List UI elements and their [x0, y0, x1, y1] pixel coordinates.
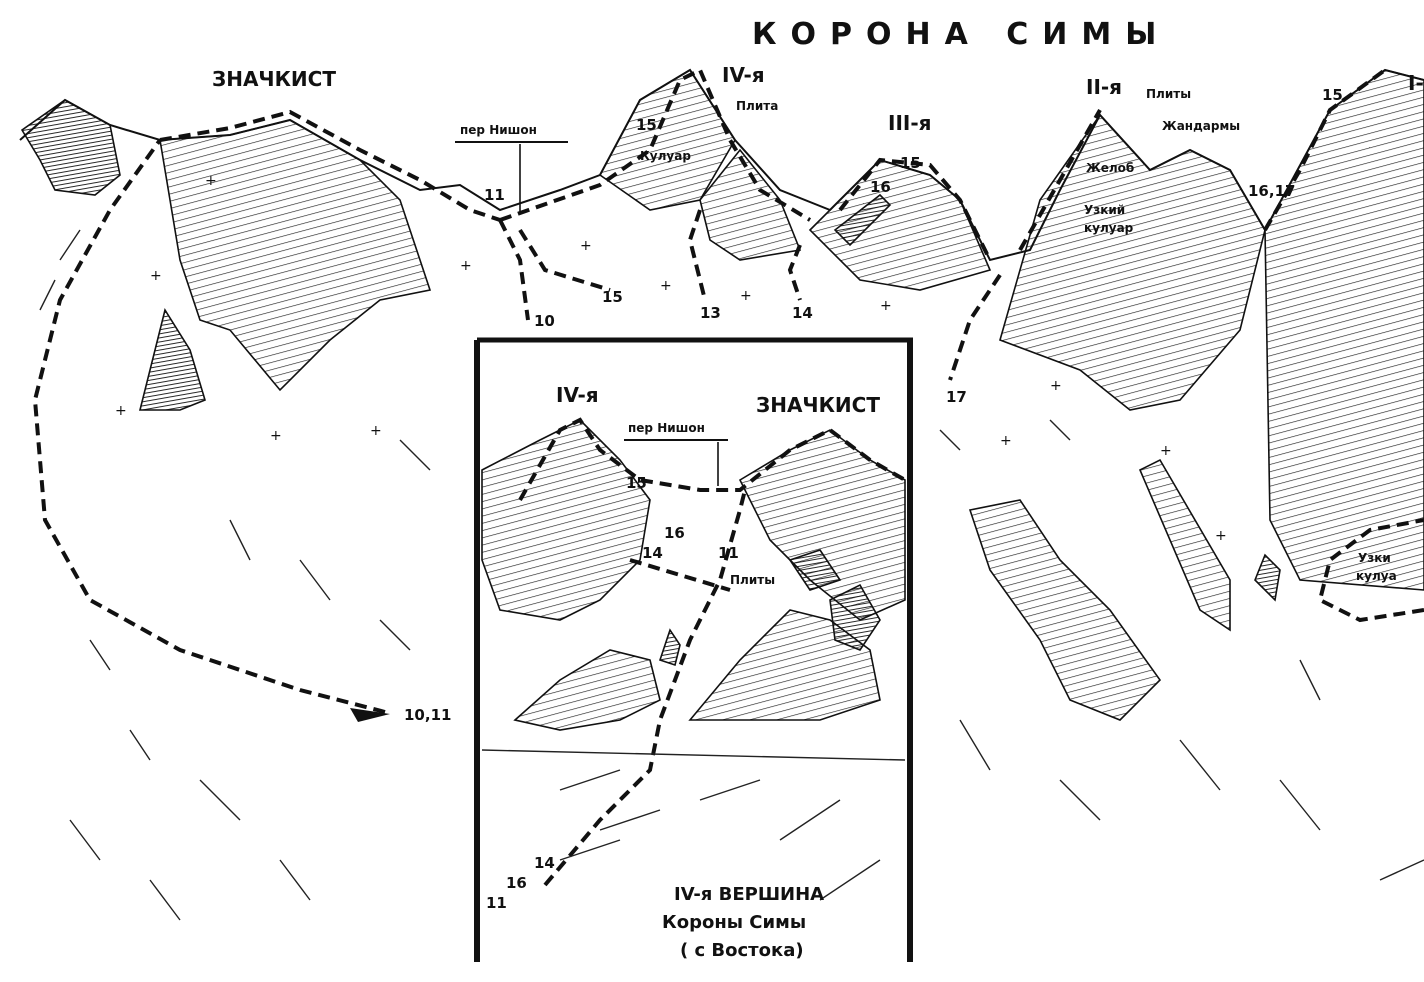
pass-nishon-label: пер Нишон [460, 123, 537, 137]
inset-route-number-14: 14 [642, 544, 663, 562]
inset-iv-peak [481, 419, 651, 621]
route-number-17: 17 [946, 388, 967, 406]
route-17 [948, 273, 1002, 381]
inset-route-14 [543, 489, 747, 887]
main-ridge-crest [19, 68, 1424, 262]
svg-text:+: + [1050, 378, 1062, 394]
map-title: КОРОНА СИМЫ [752, 17, 1170, 52]
svg-text:+: + [1215, 528, 1227, 544]
route-number-10: 10 [534, 312, 555, 330]
inset-route-number-16: 16 [664, 524, 685, 542]
inset-bottom-14: 14 [534, 854, 555, 872]
route-arrow [350, 708, 390, 722]
ii-peak-face [999, 113, 1266, 411]
route-iii-ascent [838, 157, 992, 261]
kuluar-label-iv: Кулуар [640, 149, 691, 163]
svg-text:+: + [880, 298, 892, 314]
glacier-rock-island [968, 499, 1162, 721]
kuluar-label-ii: кулуар [1084, 221, 1134, 235]
inset-dark-slab-right [788, 549, 842, 591]
plity-label: Плиты [1146, 87, 1191, 101]
peak-iv-label: IV-я [722, 63, 765, 87]
svg-text:+: + [270, 428, 282, 444]
inset-peak-znachkist-label: ЗНАЧКИСТ [756, 393, 880, 417]
rock-outcrop-left [20, 99, 121, 196]
inset-route-plity [629, 558, 731, 592]
inset-peak-iv-label: IV-я [556, 383, 599, 407]
route-number-16-17: 16,17 [1248, 182, 1295, 200]
inset-pass-label: пер Нишон [628, 421, 705, 435]
route-number-15-iii: 15 [900, 154, 921, 172]
svg-text:+: + [1000, 433, 1012, 449]
svg-text:+: + [580, 238, 592, 254]
kuluar-label-partial: кулуа [1356, 569, 1397, 583]
inset-route-ridge [518, 417, 906, 501]
route-i-right [1317, 518, 1424, 623]
route-10 [498, 219, 530, 321]
route-ii-ascent [1018, 109, 1102, 251]
inset-dark-buttress [829, 583, 881, 651]
inset-caption-line1: IV-я ВЕРШИНА [674, 884, 824, 905]
rock-outcrop-lower [138, 307, 206, 411]
inset-lower-left-rock [513, 649, 661, 731]
route-number-15-iv: 15 [636, 116, 657, 134]
route-number-16: 16 [870, 178, 891, 196]
peak-znachkist-label: ЗНАЧКИСТ [212, 67, 336, 91]
svg-text:+: + [660, 278, 672, 294]
inset-bottom-16: 16 [506, 874, 527, 892]
inset-plity-label: Плиты [730, 573, 775, 587]
znachkist-face [159, 119, 432, 392]
inset-glacier-lines [559, 769, 881, 901]
peak-i-label: I- [1408, 71, 1424, 95]
zhandarmy-label: Жандармы [1162, 119, 1240, 133]
route-14 [787, 244, 802, 301]
route-number-11: 11 [484, 186, 505, 204]
firn-marks: + + + + + + + + + + + + + + [115, 173, 1227, 544]
inset-caption-line3: ( с Востока) [680, 940, 804, 961]
svg-text:+: + [1160, 443, 1172, 459]
route-number-14: 14 [792, 304, 813, 322]
route-16-17 [1263, 68, 1387, 232]
iii-peak-face [808, 159, 992, 291]
route-15-lower [518, 228, 611, 292]
route-znachkist-ridge [159, 109, 501, 222]
rock-rib [1138, 458, 1231, 632]
inset-panel: IV-я ЗНАЧКИСТ пер Нишон 15 16 14 11 Плит… [474, 337, 913, 962]
inset-caption-line2: Короны Симы [662, 912, 806, 933]
svg-text:+: + [460, 258, 472, 274]
route-number-15-lower: 15 [602, 288, 623, 306]
svg-text:+: + [370, 423, 382, 439]
plita-label: Плита [736, 99, 778, 113]
svg-text:+: + [205, 173, 217, 189]
inset-dark-slab [658, 628, 681, 667]
inset-route-number-11: 11 [718, 544, 739, 562]
svg-text:+: + [115, 403, 127, 419]
route-10-11-approach [32, 138, 386, 714]
route-13 [687, 209, 707, 301]
inset-bottom-11: 11 [486, 894, 507, 912]
route-number-13: 13 [700, 304, 721, 322]
svg-text:+: + [740, 288, 752, 304]
ridge-left [20, 68, 1424, 721]
rock-small-dark [1254, 553, 1281, 602]
uzkiy-label: Узкий [1084, 203, 1125, 217]
route-number-10-11: 10,11 [404, 706, 451, 724]
iii-peak-dark-slab [833, 193, 892, 247]
route-iv-ascent [499, 67, 812, 222]
peak-iii-label: III-я [888, 111, 931, 135]
i-peak-face [1264, 69, 1424, 591]
uzki-label-partial: Узки [1358, 551, 1391, 565]
peak-ii-label: II-я [1086, 75, 1122, 99]
zhelob-label: Желоб [1086, 161, 1134, 175]
glacier-strokes [39, 229, 1424, 921]
inset-route-number-15: 15 [626, 474, 647, 492]
route-number-15-i: 15 [1322, 86, 1343, 104]
svg-text:+: + [150, 268, 162, 284]
